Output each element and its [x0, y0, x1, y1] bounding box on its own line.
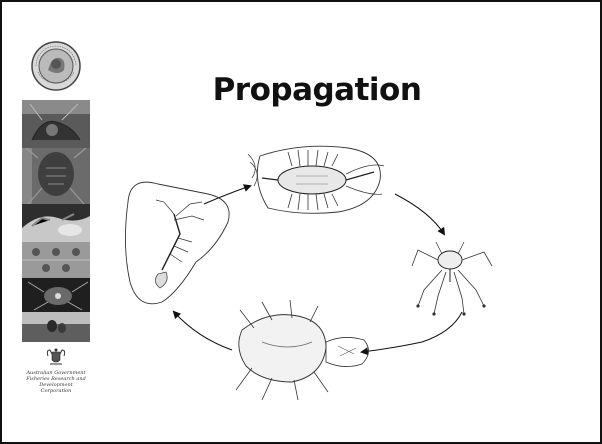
adult-lobster-icon: [248, 146, 384, 213]
sidebar: Australian Government Fisheries Research…: [22, 30, 90, 405]
life-cycle-diagram: [112, 142, 532, 404]
government-logo: Australian Government Fisheries Research…: [26, 348, 86, 406]
lobster-tank-photo: [22, 100, 90, 148]
arrow-larva-to-late: [362, 312, 462, 352]
gov-text-line-3: Development Corporation: [26, 382, 86, 394]
slide-title: Propagation: [192, 70, 442, 110]
diver-lobster-photo: [22, 278, 90, 312]
tank-grid-photo: [22, 242, 90, 278]
arrow-adult-to-larva: [395, 194, 444, 234]
arrow-late-to-puerulus: [174, 312, 232, 350]
late-phyllosoma-icon: [236, 300, 369, 400]
ocean-swimmer-photo: [22, 312, 90, 342]
lobster-closeup-photo: [22, 148, 90, 204]
circular-seal-icon: [30, 40, 82, 92]
hands-handling-photo: [22, 204, 90, 242]
phyllosoma-larva-icon: [412, 242, 492, 316]
coat-of-arms-icon: [46, 348, 66, 366]
